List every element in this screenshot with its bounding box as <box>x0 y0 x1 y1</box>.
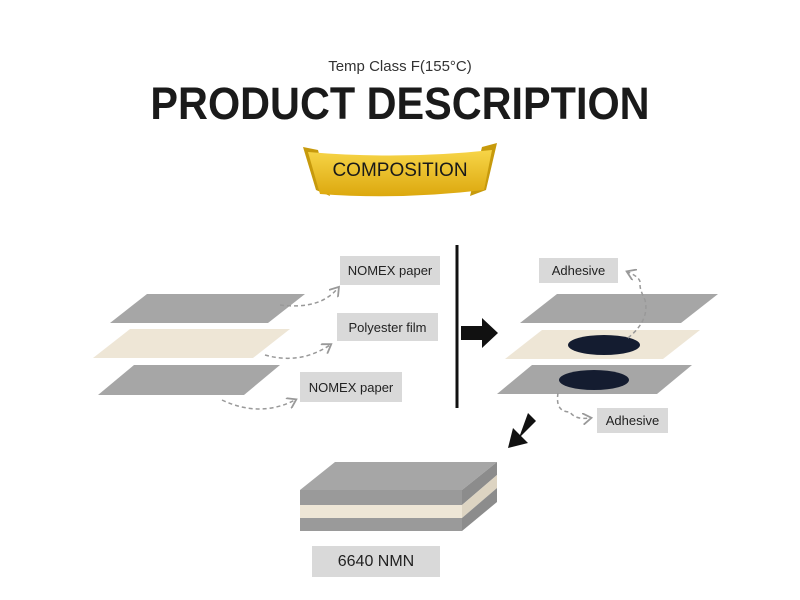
label-nomex-bottom: NOMEX paper <box>300 372 402 402</box>
product-label: 6640 NMN <box>312 546 440 577</box>
composition-ribbon <box>303 143 497 197</box>
temperature-class: Temp Class F(155°C) <box>328 58 472 75</box>
label-adhesive-top: Adhesive <box>539 258 618 283</box>
polyester-layer <box>93 329 290 358</box>
left-layers <box>93 288 338 410</box>
arrow-down-left-icon <box>508 413 536 448</box>
nomex-layer-top <box>110 294 305 323</box>
arrow-right-icon <box>461 318 498 348</box>
label-adhesive-bottom: Adhesive <box>597 408 668 433</box>
ribbon-label: COMPOSITION <box>332 160 468 181</box>
laminated-block <box>300 462 497 531</box>
adhesive-bottom <box>559 370 629 390</box>
label-nomex-top: NOMEX paper <box>340 256 440 285</box>
label-polyester: Polyester film <box>337 313 438 341</box>
page-title: PRODUCT DESCRIPTION <box>150 78 650 129</box>
adhesive-top <box>568 335 640 355</box>
nomex-layer-bottom <box>98 365 280 395</box>
right-layers <box>497 272 718 418</box>
